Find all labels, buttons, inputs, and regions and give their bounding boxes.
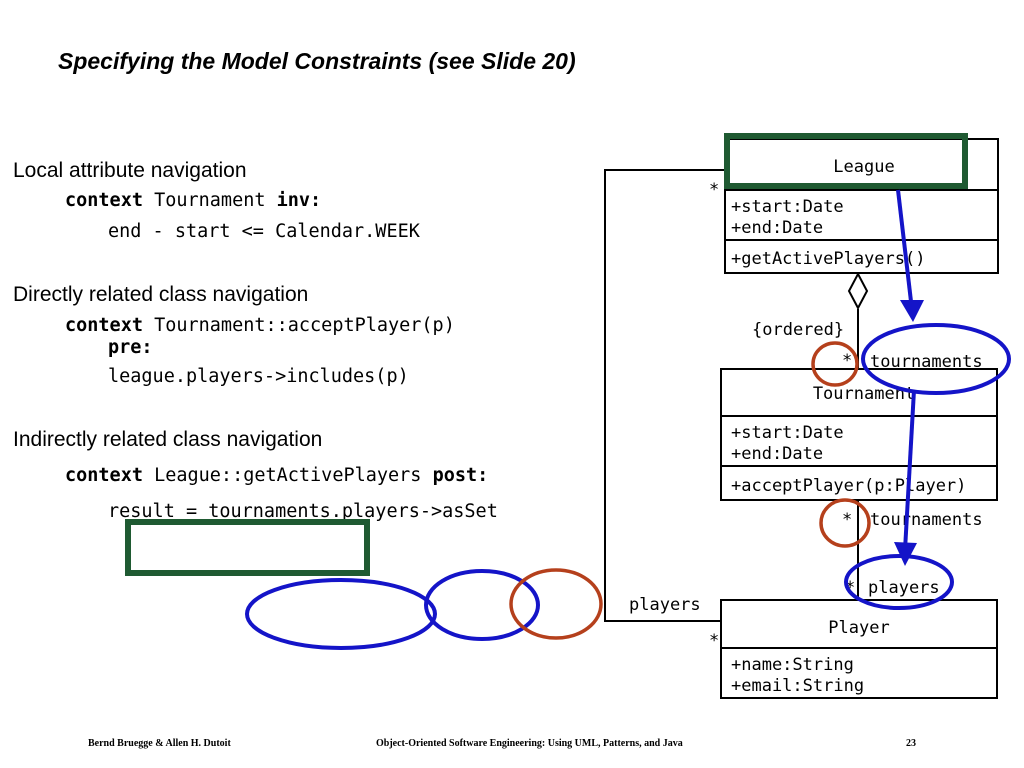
ocl-keyword-pre: pre: — [108, 337, 153, 358]
role-label-players-right: players — [868, 578, 940, 598]
highlight-tournaments-ellipse — [861, 323, 1011, 395]
arrow-tournaments-to-players — [903, 389, 916, 551]
league-class-name: League — [833, 157, 894, 177]
highlight-multiplicity-circle-bottom — [819, 498, 871, 548]
ordered-constraint-label: {ordered} — [752, 320, 844, 340]
ocl-keyword: context — [65, 465, 143, 486]
highlight-ocl-players-ellipse — [424, 569, 540, 641]
arrowhead-down-icon — [900, 300, 924, 322]
ocl-text: Tournament — [154, 190, 266, 211]
multiplicity-star-tournaments-bottom: * — [842, 510, 852, 530]
section-heading-direct: Directly related class navigation — [13, 283, 309, 306]
footer-book-title: Object-Oriented Software Engineering: Us… — [376, 738, 683, 749]
ocl-keyword: inv: — [276, 190, 322, 211]
role-label-players-left: players — [629, 595, 701, 615]
highlight-result-box — [125, 519, 370, 576]
league-operations-box — [724, 239, 999, 274]
league-op-getactiveplayers: +getActivePlayers() — [731, 249, 925, 269]
section-heading-local: Local attribute navigation — [13, 159, 247, 182]
multiplicity-star-player: * — [709, 631, 719, 651]
ocl-text: League::getActivePlayers — [154, 465, 422, 486]
tournament-attr-start: +start:Date — [731, 423, 844, 443]
player-class-name: Player — [828, 618, 889, 638]
player-attributes-box — [720, 647, 998, 699]
ocl-line-context-3: context League::getActivePlayers post: — [65, 465, 488, 486]
multiplicity-star-players-right: * — [845, 578, 855, 598]
highlight-ocl-tournaments-ellipse — [245, 578, 437, 650]
role-label-tournaments-top: tournaments — [870, 352, 983, 372]
tournament-class-name: Tournament — [813, 384, 915, 404]
section-heading-indirect: Indirectly related class navigation — [13, 428, 323, 451]
role-label-tournaments-bottom: tournaments — [870, 510, 983, 530]
player-attr-email: +email:String — [731, 676, 864, 696]
ocl-keyword: post: — [432, 465, 489, 486]
league-attr-end: +end:Date — [731, 218, 823, 238]
ocl-expression-2: league.players->includes(p) — [108, 366, 409, 387]
ocl-expression-3: result = tournaments.players->asSet — [108, 501, 498, 522]
ocl-line-context-2: context Tournament::acceptPlayer(p) — [65, 315, 455, 336]
slide-title: Specifying the Model Constraints (see Sl… — [58, 48, 576, 74]
highlight-players-ellipse — [844, 554, 954, 610]
tournament-attr-end: +end:Date — [731, 444, 823, 464]
ocl-keyword: context — [65, 190, 143, 211]
arrowhead-down-icon — [894, 542, 917, 566]
multiplicity-star-league: * — [709, 180, 719, 200]
highlight-league-box — [724, 133, 968, 189]
ocl-line-context-1: context Tournament inv: — [65, 190, 321, 211]
highlight-ocl-asset-circle — [509, 568, 603, 640]
league-player-association — [604, 169, 725, 622]
player-attr-name: +name:String — [731, 655, 854, 675]
league-attr-start: +start:Date — [731, 197, 844, 217]
ocl-keyword: context — [65, 315, 143, 336]
tournament-op-acceptplayer: +acceptPlayer(p:Player) — [731, 476, 966, 496]
arrow-league-to-tournaments — [896, 189, 914, 311]
footer-page-number: 23 — [906, 738, 916, 749]
footer-authors: Bernd Bruegge & Allen H. Dutoit — [88, 738, 231, 749]
highlight-multiplicity-circle-top — [811, 341, 859, 387]
aggregation-diamond — [847, 271, 869, 311]
ocl-text: Tournament::acceptPlayer(p) — [154, 315, 455, 336]
multiplicity-star-tournaments-top: * — [842, 351, 852, 371]
ocl-expression-1: end - start <= Calendar.WEEK — [108, 221, 420, 242]
